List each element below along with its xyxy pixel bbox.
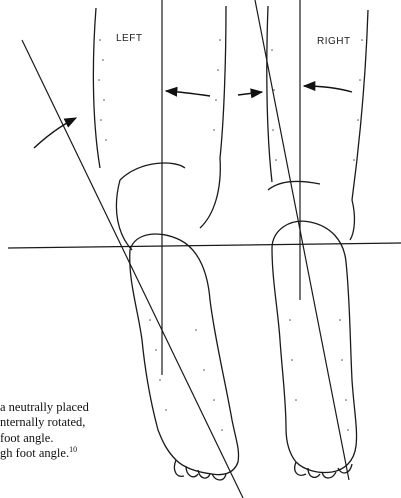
- caption-line-3: foot angle.: [0, 431, 175, 446]
- left-label: LEFT: [116, 33, 142, 44]
- right-foot-axis: [255, 0, 349, 480]
- left-foot-angle-arrow: [34, 118, 76, 148]
- left-leg: [93, 6, 226, 250]
- stipple-shading: [98, 39, 363, 431]
- right-label: RIGHT: [317, 36, 351, 47]
- right-foot: [272, 221, 357, 478]
- caption-line-4: gh foot angle.10: [0, 446, 175, 461]
- caption-reference-number: 10: [69, 445, 77, 454]
- right-leg-angle-arrow: [304, 86, 352, 92]
- figure-caption: a neutrally placed nternally rotated, fo…: [0, 400, 175, 462]
- caption-line-1: a neutrally placed: [0, 400, 175, 415]
- right-foot-angle-arrow: [238, 92, 262, 95]
- caption-line-2: nternally rotated,: [0, 415, 175, 430]
- left-leg-angle-arrow: [166, 91, 210, 96]
- caption-line-4-text: gh foot angle.: [0, 446, 69, 460]
